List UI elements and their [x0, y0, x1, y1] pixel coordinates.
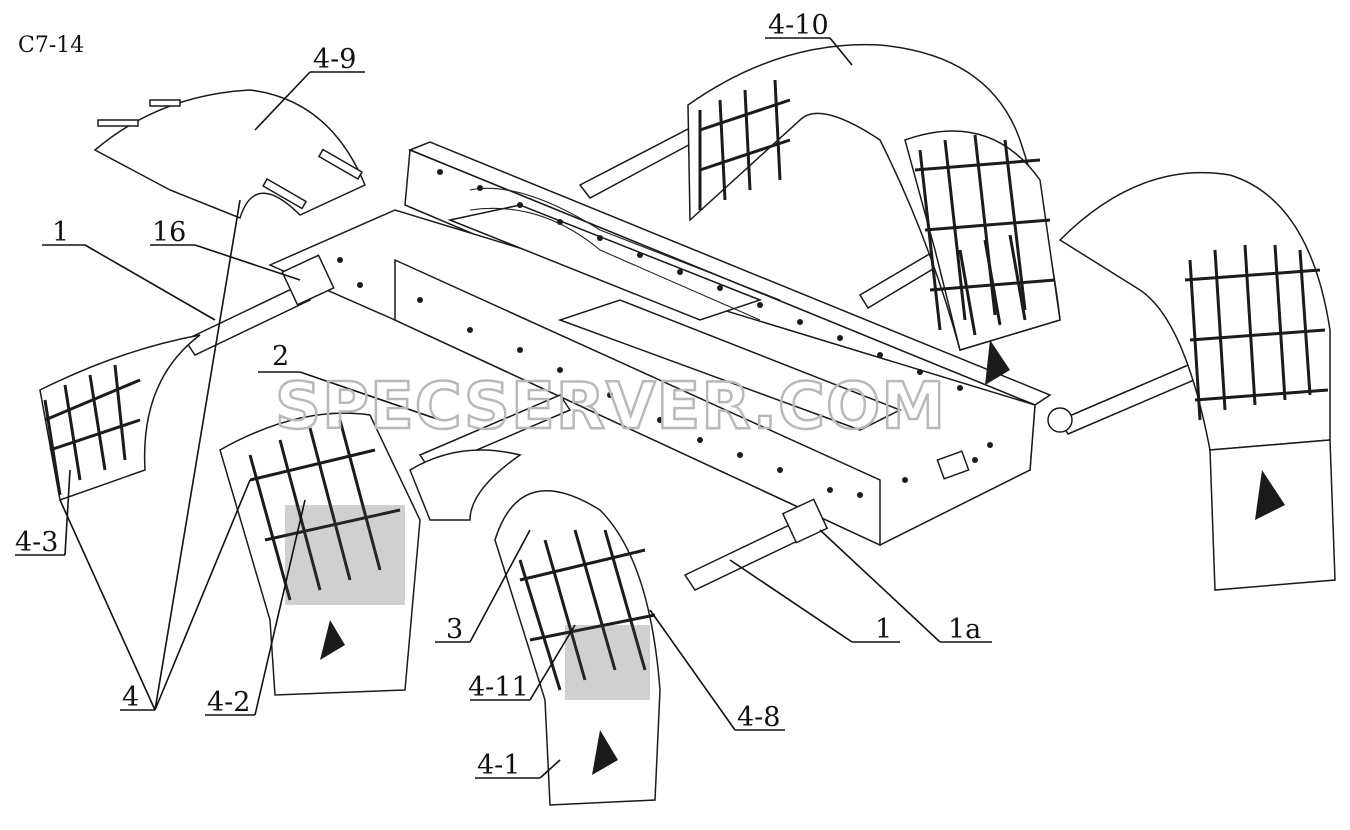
- fender-rear-right: [958, 171, 1336, 591]
- chassis-frame: [268, 141, 1052, 547]
- callout-4: 4: [122, 682, 139, 713]
- callout-1a: 1a: [948, 614, 981, 645]
- callout-4-2: 4-2: [207, 687, 250, 718]
- fender-4-3: [39, 334, 201, 502]
- callout-4-9: 4-9: [313, 44, 356, 75]
- fender-4-2: [219, 412, 522, 696]
- callout-4-1: 4-1: [477, 750, 520, 781]
- leader-lines: [15, 37, 992, 779]
- sheet-code: C7-14: [18, 33, 84, 58]
- fender-4-9: [93, 89, 366, 219]
- callout-4-8: 4-8: [737, 702, 780, 733]
- callout-1-left: 1: [52, 217, 69, 248]
- frame-holes: [337, 169, 993, 498]
- callout-2: 2: [272, 341, 289, 372]
- callout-4-11: 4-11: [468, 672, 529, 703]
- callout-1-right: 1: [875, 614, 892, 645]
- callout-4-10: 4-10: [768, 10, 829, 41]
- callout-16: 16: [152, 217, 186, 248]
- callout-4-3: 4-3: [15, 527, 58, 558]
- fender-4-1: [494, 490, 661, 806]
- callout-3: 3: [446, 614, 463, 645]
- watermark: SPECSERVER.COM: [275, 370, 946, 444]
